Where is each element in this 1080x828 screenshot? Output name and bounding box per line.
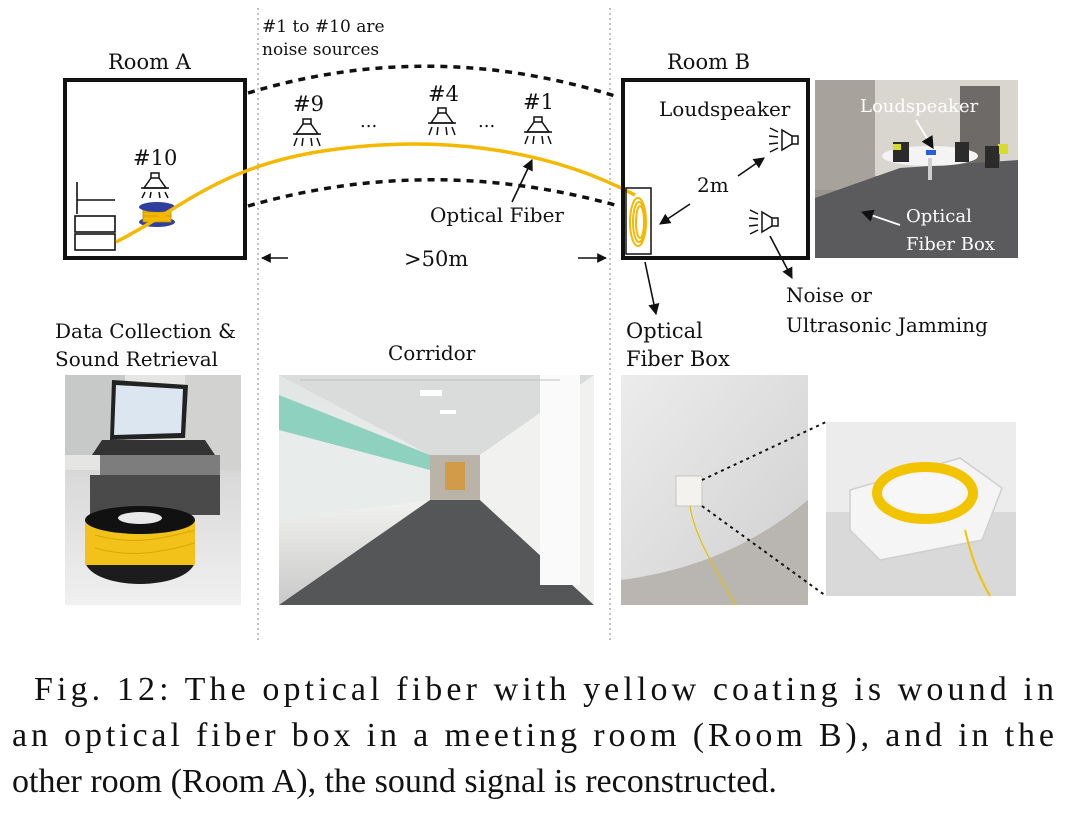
- loudspeaker-icon: [768, 127, 799, 153]
- corridor-boundary-top: [247, 64, 616, 98]
- fiber-spool-icon: [139, 202, 175, 227]
- photo-fiber-box-line-2: Fiber Box: [906, 234, 995, 255]
- room-b-label: Room B: [667, 50, 750, 74]
- ellipsis-1: ...: [360, 111, 377, 132]
- source-4-label: #4: [428, 82, 459, 106]
- arrow-to-loudspeaker: [737, 157, 765, 177]
- fiber-box-label-line-1: Optical: [626, 319, 703, 343]
- zoom-line-top: [701, 421, 827, 481]
- optical-fiber-label: Optical Fiber: [430, 203, 564, 227]
- photo-fiber-box-line-1: Optical: [906, 206, 972, 227]
- caption-line-2: an optical fiber box in a meeting room (…: [12, 717, 1054, 754]
- noise-note-line-1: #1 to #10 are: [262, 17, 385, 37]
- distance-2m-label: 2m: [697, 173, 729, 197]
- noise-jamming-line-1: Noise or: [786, 283, 872, 307]
- fiber-box-label-line-2: Fiber Box: [626, 347, 730, 371]
- data-collection-line-2: Sound Retrieval: [55, 347, 218, 371]
- arrow-to-box-label: [644, 261, 660, 316]
- noise-speaker-icon: [748, 209, 779, 235]
- arrow-to-fiber-box: [659, 203, 691, 225]
- caption-line-1: Fig. 12: The optical fiber with yellow c…: [34, 671, 1054, 708]
- corridor-boundary-bottom: [247, 178, 616, 208]
- data-collection-photo: [65, 375, 241, 605]
- noise-source-1-icon: [524, 116, 552, 145]
- fiber-box-wall-photo: [621, 375, 808, 606]
- optical-fiber-line: [115, 142, 636, 244]
- photo-loudspeaker-label: Loudspeaker: [860, 96, 979, 117]
- noise-source-10-icon: [141, 172, 169, 199]
- data-collection-line-1: Data Collection &: [55, 319, 236, 343]
- equipment-icon: [74, 182, 116, 251]
- room-a: [63, 78, 247, 260]
- arrow-to-noise-label: [769, 235, 793, 279]
- source-1-label: #1: [523, 90, 554, 114]
- source-10-label: #10: [133, 146, 177, 170]
- noise-source-4-icon: [428, 107, 456, 136]
- fiber-box-icon: [625, 187, 652, 255]
- corridor-label: Corridor: [388, 341, 476, 365]
- corridor-photo: [279, 375, 594, 605]
- loudspeaker-label: Loudspeaker: [659, 97, 791, 121]
- room-b: [621, 78, 810, 260]
- noise-source-9-icon: [293, 118, 321, 147]
- ellipsis-2: ...: [478, 111, 495, 132]
- source-9-label: #9: [293, 92, 324, 116]
- noise-jamming-line-2: Ultrasonic Jamming: [786, 313, 988, 337]
- noise-note-line-2: noise sources: [262, 40, 379, 60]
- fiber-box-closeup-photo: [826, 422, 1016, 597]
- zoom-line-bottom: [701, 505, 827, 597]
- photo-arrow-loudspeaker: [915, 119, 934, 150]
- room-a-label: Room A: [108, 50, 192, 74]
- arrow-to-optical-fiber: [511, 158, 533, 203]
- distance-50m-label: >50m: [404, 247, 468, 271]
- caption-line-3: other room (Room A), the sound signal is…: [12, 763, 777, 800]
- meeting-room-photo: [815, 80, 1018, 258]
- fiber-coil-icon: [629, 197, 647, 247]
- photo-arrow-fiber-box: [860, 209, 901, 226]
